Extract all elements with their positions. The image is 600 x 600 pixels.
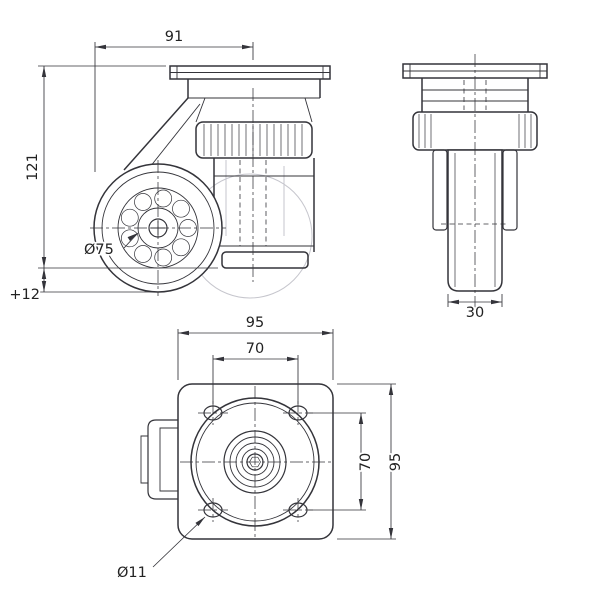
- dim-plan-hole-spacing-v: 70: [308, 412, 376, 511]
- side-view: 91 121 +12 Ø75: [8, 27, 331, 305]
- front-knob-knurling: [418, 114, 532, 148]
- label-wheel-diameter: Ø75: [82, 232, 139, 260]
- dim-plan-plate-width: 95: [177, 313, 334, 380]
- front-wheel-width-label: 30: [466, 305, 484, 321]
- plan-side-tab: [140, 419, 178, 500]
- front-fork-legs: [432, 149, 518, 231]
- plan-body-circles: [190, 397, 320, 527]
- side-wheel: [90, 160, 226, 296]
- dim-side-width: 91: [94, 27, 254, 172]
- side-body: [123, 79, 321, 269]
- side-wheel-hub-scallops: [120, 189, 197, 267]
- side-adjustment-label: +12: [9, 287, 40, 303]
- label-hole-diameter: Ø11: [115, 516, 206, 583]
- side-wheel-centerlines: [90, 160, 226, 296]
- dim-front-wheel-width: 30: [447, 294, 503, 323]
- plan-plate-width-label: 95: [246, 315, 264, 331]
- plan-hole-spacing-h-label: 70: [246, 341, 264, 357]
- plan-mounting-plate: [177, 383, 334, 540]
- plan-centerlines: [180, 386, 331, 537]
- side-width-label: 91: [165, 29, 183, 45]
- plan-center-hex-socket: [249, 456, 261, 468]
- dim-side-adjustment: +12: [8, 268, 152, 305]
- side-phantom-lines: [225, 160, 285, 236]
- front-view: 30: [402, 54, 548, 323]
- plan-view: 95 70 70 95 Ø1: [115, 313, 406, 583]
- side-mounting-plate: [169, 65, 331, 80]
- plan-hole-spacing-v-label: 70: [358, 453, 374, 471]
- dim-plan-hole-spacing-h: 70: [212, 339, 299, 404]
- dim-side-height: 121: [23, 65, 218, 269]
- side-adjust-knob: [195, 121, 313, 159]
- side-foot-pad: [221, 251, 309, 269]
- plan-hole-diameter-label: Ø11: [117, 565, 147, 581]
- front-body: [421, 78, 529, 112]
- plan-plate-depth-label: 95: [388, 453, 404, 471]
- dim-plan-plate-depth: 95: [337, 383, 406, 540]
- side-height-label: 121: [25, 153, 41, 181]
- wheel-diameter-label: Ø75: [84, 242, 114, 258]
- side-knob-knurling: [203, 124, 303, 156]
